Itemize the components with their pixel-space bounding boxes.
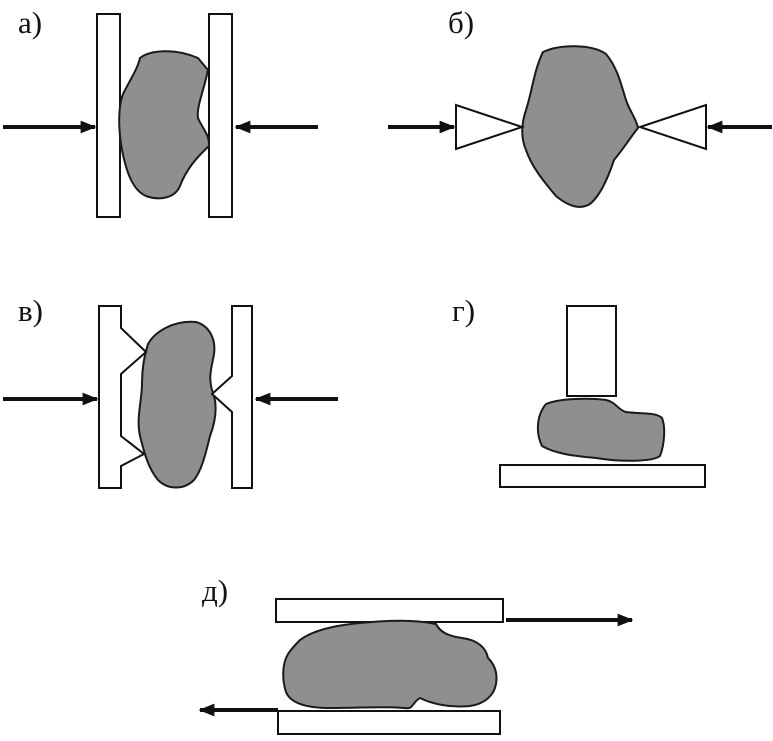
bottom-moving-plate bbox=[277, 710, 501, 735]
left-flat-plate bbox=[96, 13, 121, 218]
panel-g-label: г) bbox=[452, 293, 475, 328]
top-moving-plate bbox=[275, 598, 504, 623]
panel-a-label: а) bbox=[18, 5, 42, 40]
rock-piece bbox=[118, 50, 211, 200]
panel-d-abrasion: д) bbox=[198, 573, 634, 735]
anvil-plate bbox=[499, 464, 706, 488]
left-wedge bbox=[455, 103, 526, 151]
rock-piece bbox=[521, 45, 639, 208]
rock-piece bbox=[536, 397, 666, 462]
right-toothed-jaw bbox=[210, 305, 253, 489]
rock-piece bbox=[137, 320, 217, 489]
right-wedge bbox=[636, 103, 707, 151]
panel-b-splitting: б) bbox=[388, 5, 772, 208]
panel-v-label: в) bbox=[18, 293, 43, 328]
panel-b-label: б) bbox=[448, 5, 474, 40]
right-flat-plate bbox=[208, 13, 233, 218]
panel-d-label: д) bbox=[202, 573, 228, 608]
rock-piece bbox=[282, 619, 498, 710]
panel-a-compression: а) bbox=[3, 5, 318, 218]
panel-g-impact: г) bbox=[452, 293, 706, 488]
panel-v-breaking: в) bbox=[3, 293, 338, 489]
left-toothed-jaw bbox=[98, 305, 148, 489]
impact-hammer bbox=[566, 305, 617, 397]
